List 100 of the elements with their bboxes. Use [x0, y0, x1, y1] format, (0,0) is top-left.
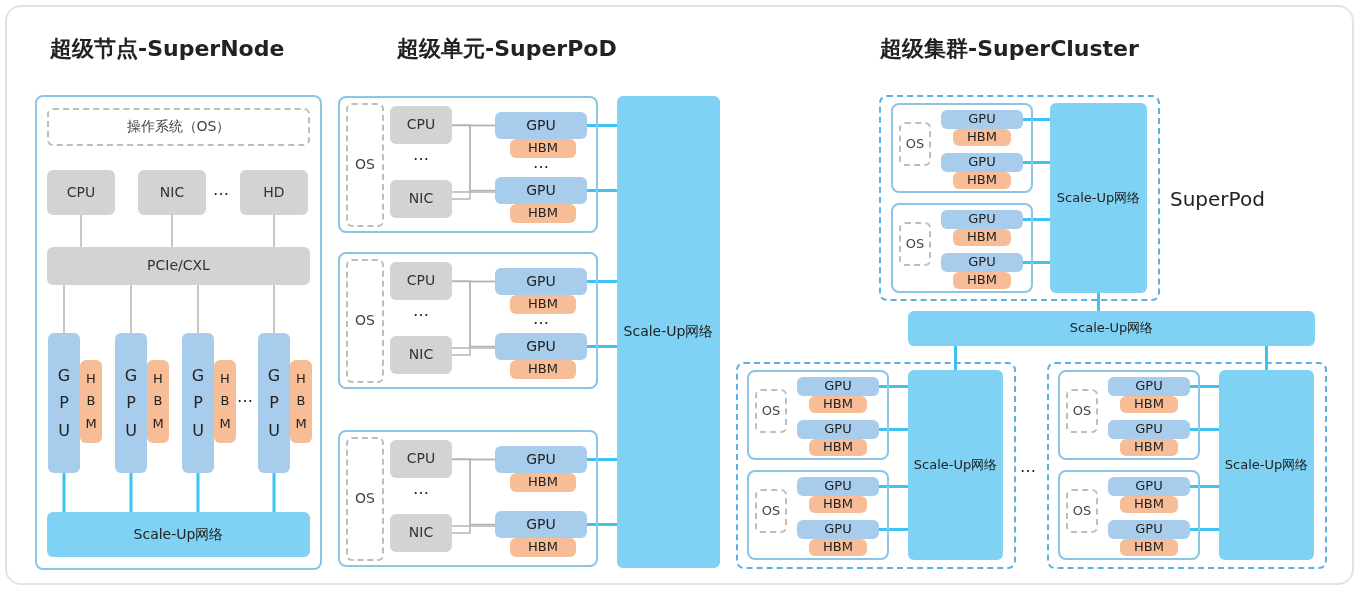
ellipsis: …: [1020, 456, 1036, 478]
connector-line: [1097, 293, 1100, 311]
connector-line: [1190, 528, 1219, 531]
component-box: NIC: [390, 514, 452, 552]
connector-line: [1023, 118, 1050, 121]
os-box: OS: [346, 103, 384, 227]
component-box: NIC: [138, 170, 206, 215]
gpu-box: GPU: [941, 210, 1023, 229]
connector-line: [587, 280, 617, 283]
server-box: [338, 430, 598, 567]
gpu-box: GPU: [495, 446, 587, 473]
gpu-box: GPU: [182, 333, 214, 473]
component-box: CPU: [390, 440, 452, 478]
component-box: CPU: [47, 170, 115, 215]
connector-line: [451, 525, 496, 527]
gpu-box: GPU: [797, 520, 879, 539]
section-title: 超级单元-SuperPoD: [397, 35, 617, 63]
gpu-box: GPU: [258, 333, 290, 473]
connector-line: [1023, 218, 1050, 221]
server-box: [891, 103, 1033, 193]
gpu-box: GPU: [495, 177, 587, 204]
os-box: OS: [755, 489, 787, 533]
connector-line: [1023, 161, 1050, 164]
connector-line: [1265, 346, 1268, 370]
connector-line: [62, 473, 66, 512]
connector-line: [879, 428, 908, 431]
gpu-box: GPU: [941, 153, 1023, 172]
hbm-box: HBM: [809, 539, 867, 556]
os-box: OS: [346, 259, 384, 383]
network-box: Scale-Up网络: [1219, 370, 1314, 560]
os-box: OS: [899, 122, 931, 166]
hbm-box: HBM: [80, 360, 102, 443]
section-title: 超级节点-SuperNode: [50, 35, 285, 63]
ellipsis: …: [413, 300, 429, 322]
gpu-box: GPU: [495, 268, 587, 295]
component-box: PCIe/CXL: [47, 247, 310, 285]
hbm-box: HBM: [1120, 496, 1178, 513]
connector-line: [587, 458, 617, 461]
hbm-box: HBM: [953, 272, 1011, 289]
connector-line: [451, 191, 496, 193]
connector-line: [272, 473, 276, 512]
connector-line: [954, 346, 957, 370]
hbm-box: HBM: [953, 229, 1011, 246]
connector-line: [273, 214, 275, 248]
server-box: [338, 96, 598, 233]
panel-frame: [35, 95, 322, 570]
ellipsis: …: [413, 144, 429, 166]
server-box: [747, 370, 889, 460]
connector-line: [587, 523, 617, 526]
pod-frame: [736, 362, 1016, 569]
hbm-box: HBM: [1120, 539, 1178, 556]
os-box: OS: [899, 222, 931, 266]
network-box: Scale-Up网络: [908, 311, 1315, 346]
connector-line: [587, 124, 617, 127]
connector-line: [1023, 261, 1050, 264]
server-box: [1058, 370, 1200, 460]
ellipsis: …: [413, 478, 429, 500]
network-box: Scale-Up网络: [908, 370, 1003, 560]
connector-line: [587, 345, 617, 348]
gpu-box: GPU: [797, 420, 879, 439]
connector-line: [1190, 428, 1219, 431]
gpu-box: GPU: [1108, 477, 1190, 496]
component-box: CPU: [390, 262, 452, 300]
node-caption: SuperPod: [1170, 186, 1265, 213]
connector-line: [130, 284, 132, 334]
gpu-box: GPU: [941, 253, 1023, 272]
hbm-box: HBM: [510, 360, 576, 379]
pod-frame: [879, 95, 1160, 301]
gpu-box: GPU: [1108, 520, 1190, 539]
hbm-box: HBM: [1120, 396, 1178, 413]
server-box: [338, 252, 598, 389]
gpu-box: GPU: [797, 377, 879, 396]
gpu-box: GPU: [941, 110, 1023, 129]
hbm-box: HBM: [214, 360, 236, 443]
pod-frame: [1047, 362, 1327, 569]
section-title: 超级集群-SuperCluster: [880, 35, 1139, 63]
gpu-box: GPU: [1108, 420, 1190, 439]
hbm-box: HBM: [809, 439, 867, 456]
connector-line: [879, 528, 908, 531]
hbm-box: HBM: [953, 129, 1011, 146]
gpu-box: GPU: [495, 112, 587, 139]
component-box: CPU: [390, 106, 452, 144]
os-box: 操作系统（OS）: [47, 108, 310, 146]
hbm-box: HBM: [809, 396, 867, 413]
connector-line: [63, 284, 65, 334]
gpu-box: GPU: [495, 333, 587, 360]
connector-line: [879, 385, 908, 388]
connector-line: [879, 485, 908, 488]
gpu-box: GPU: [797, 477, 879, 496]
hbm-box: HBM: [510, 295, 576, 314]
hbm-box: HBM: [1120, 439, 1178, 456]
connector-line: [129, 473, 133, 512]
component-box: HD: [240, 170, 308, 215]
hbm-box: HBM: [809, 496, 867, 513]
hbm-box: HBM: [510, 139, 576, 158]
gpu-box: GPU: [115, 333, 147, 473]
connector-line: [171, 214, 173, 248]
connector-line: [451, 347, 496, 349]
connector-line: [587, 189, 617, 192]
gpu-box: GPU: [48, 333, 80, 473]
